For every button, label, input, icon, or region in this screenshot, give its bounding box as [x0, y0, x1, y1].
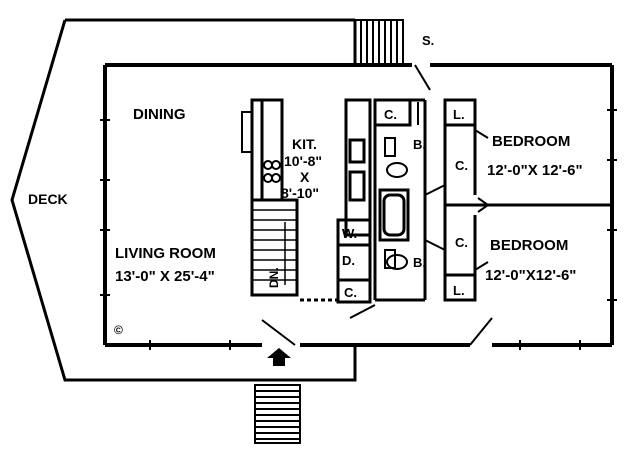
living-room-label: LIVING ROOM	[115, 245, 216, 262]
bedroom-1-label: BEDROOM	[492, 133, 570, 150]
closet-bed2-code: C.	[455, 235, 468, 250]
closet-top-code: C.	[384, 107, 397, 122]
interior-stair-treads	[252, 209, 297, 285]
top-stairs	[354, 19, 404, 66]
bedroom-2-size: 12'-0"X12'-6"	[485, 267, 576, 284]
washer-code: W.	[342, 226, 357, 241]
dining-label: DINING	[133, 106, 186, 123]
kitchen-size-1: 10'-8"	[284, 153, 322, 169]
kitchen-label: KIT.	[292, 136, 317, 152]
bedroom-1-size: 12'-0"X 12'-6"	[487, 162, 583, 179]
stairs-code: S.	[422, 33, 434, 48]
window-marks	[100, 109, 617, 350]
door-swings	[261, 64, 493, 346]
bath-top-code: B.	[413, 137, 426, 152]
linen-bottom-code: L.	[453, 283, 465, 298]
bath-fixtures	[241, 111, 408, 270]
copyright-mark: ©	[114, 323, 123, 337]
closet-bed1-code: C.	[455, 158, 468, 173]
kitchen-size-2: 8'-10"	[281, 185, 319, 201]
bottom-stairs	[254, 384, 301, 444]
living-room-size: 13'-0" X 25'-4"	[115, 268, 215, 285]
closet-bottom-code: C.	[344, 285, 357, 300]
down-code: DN.	[267, 267, 281, 288]
deck-label: DECK	[28, 191, 68, 207]
kitchen-size-x: X	[300, 169, 310, 185]
bedroom-2-label: BEDROOM	[490, 237, 568, 254]
dryer-code: D.	[342, 253, 355, 268]
bath-bottom-code: B.	[413, 255, 426, 270]
entry-arrow-icon	[267, 348, 291, 366]
linen-top-code: L.	[453, 107, 465, 122]
